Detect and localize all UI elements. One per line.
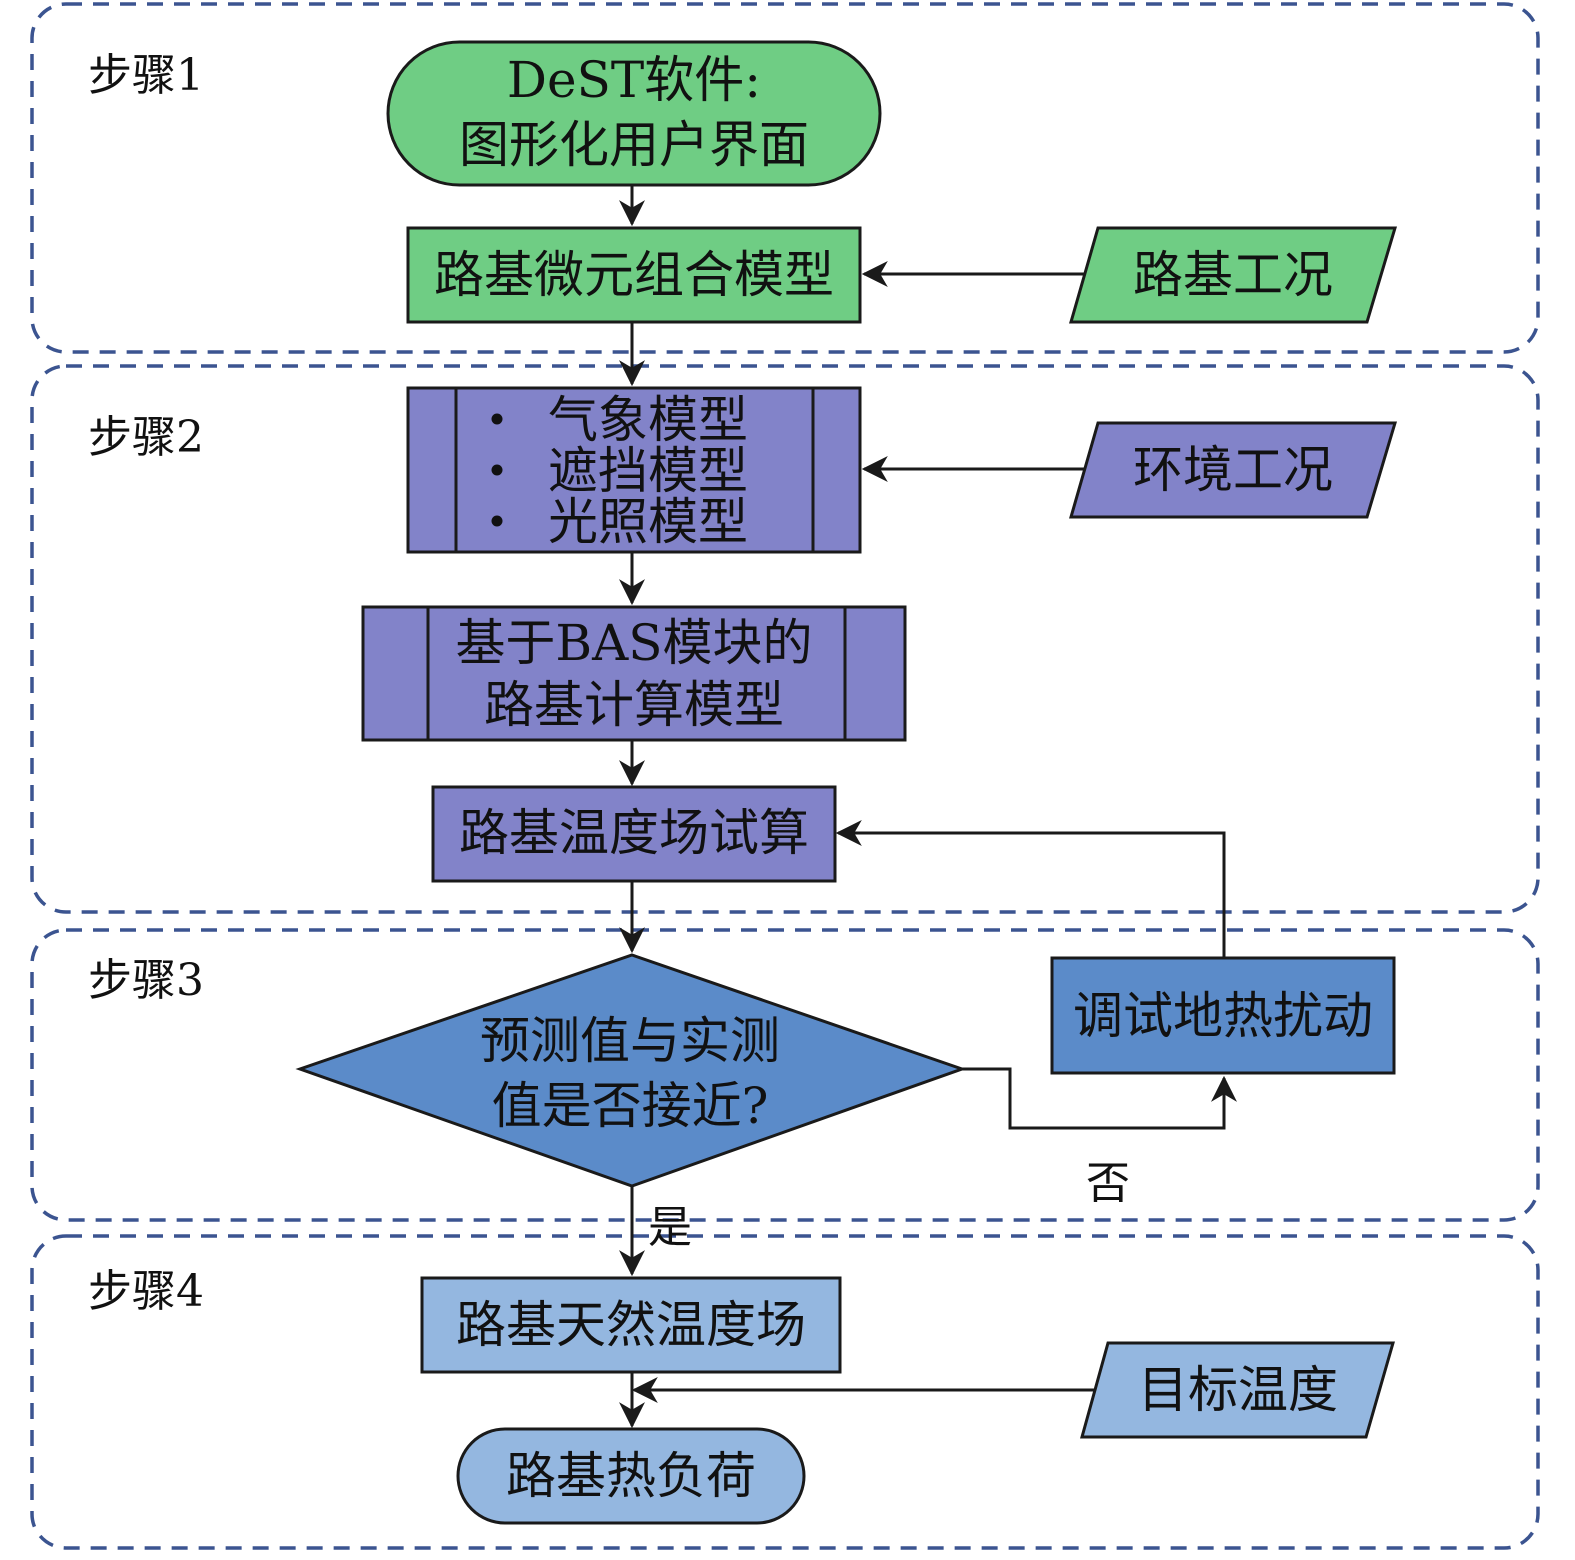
env-condition-node [1069, 421, 1398, 519]
dest-software-line2: 图形化用户界面 [459, 116, 809, 174]
step2-label: 步骤2 [88, 412, 204, 463]
natural-field-node [420, 1276, 842, 1374]
debug-disturb-node [1050, 956, 1396, 1075]
step2-frame [30, 364, 1540, 914]
temp-trial-label: 路基温度场试算 [459, 804, 809, 862]
decision-line1: 预测值与实测 [480, 1012, 780, 1070]
env-model-weather: 气象模型 [548, 391, 748, 449]
bas-model-node [361, 605, 907, 742]
bas-model-line2: 路基计算模型 [484, 676, 784, 734]
heat-load-node [456, 1427, 806, 1525]
target-temp-label: 目标温度 [1138, 1361, 1338, 1419]
debug-disturb-label: 调试地热扰动 [1073, 987, 1373, 1045]
step1-frame [30, 2, 1540, 354]
decision-node [295, 953, 967, 1188]
step4-label: 步骤4 [88, 1266, 204, 1317]
env-model-shading: 遮挡模型 [548, 442, 748, 500]
yes-label: 是 [648, 1202, 692, 1253]
bullet-2 [491, 464, 503, 476]
subgrade-condition-label: 路基工况 [1133, 246, 1333, 304]
temp-trial-node [431, 785, 837, 883]
bullet-3 [491, 515, 503, 527]
step3-frame [30, 928, 1540, 1222]
edge-decision-no [962, 1067, 1237, 1130]
decision-line2: 值是否接近? [492, 1077, 769, 1135]
subgrade-condition-node [1069, 226, 1398, 324]
edge-debug-to-trial [835, 820, 1226, 958]
micro-model-node [406, 226, 862, 324]
env-condition-label: 环境工况 [1133, 441, 1333, 499]
dest-software-line1: DeST软件: [507, 51, 761, 109]
natural-field-label: 路基天然温度场 [456, 1296, 806, 1354]
heat-load-label: 路基热负荷 [506, 1447, 756, 1505]
step1-label: 步骤1 [88, 50, 204, 101]
no-label: 否 [1086, 1158, 1130, 1209]
dest-software-node [386, 40, 882, 187]
micro-model-label: 路基微元组合模型 [434, 246, 834, 304]
target-temp-node [1080, 1341, 1395, 1439]
bullet-1 [491, 413, 503, 425]
env-models-node [406, 386, 862, 554]
bas-model-line1: 基于BAS模块的 [455, 614, 812, 672]
step3-label: 步骤3 [88, 955, 204, 1006]
env-model-lighting: 光照模型 [548, 493, 748, 551]
